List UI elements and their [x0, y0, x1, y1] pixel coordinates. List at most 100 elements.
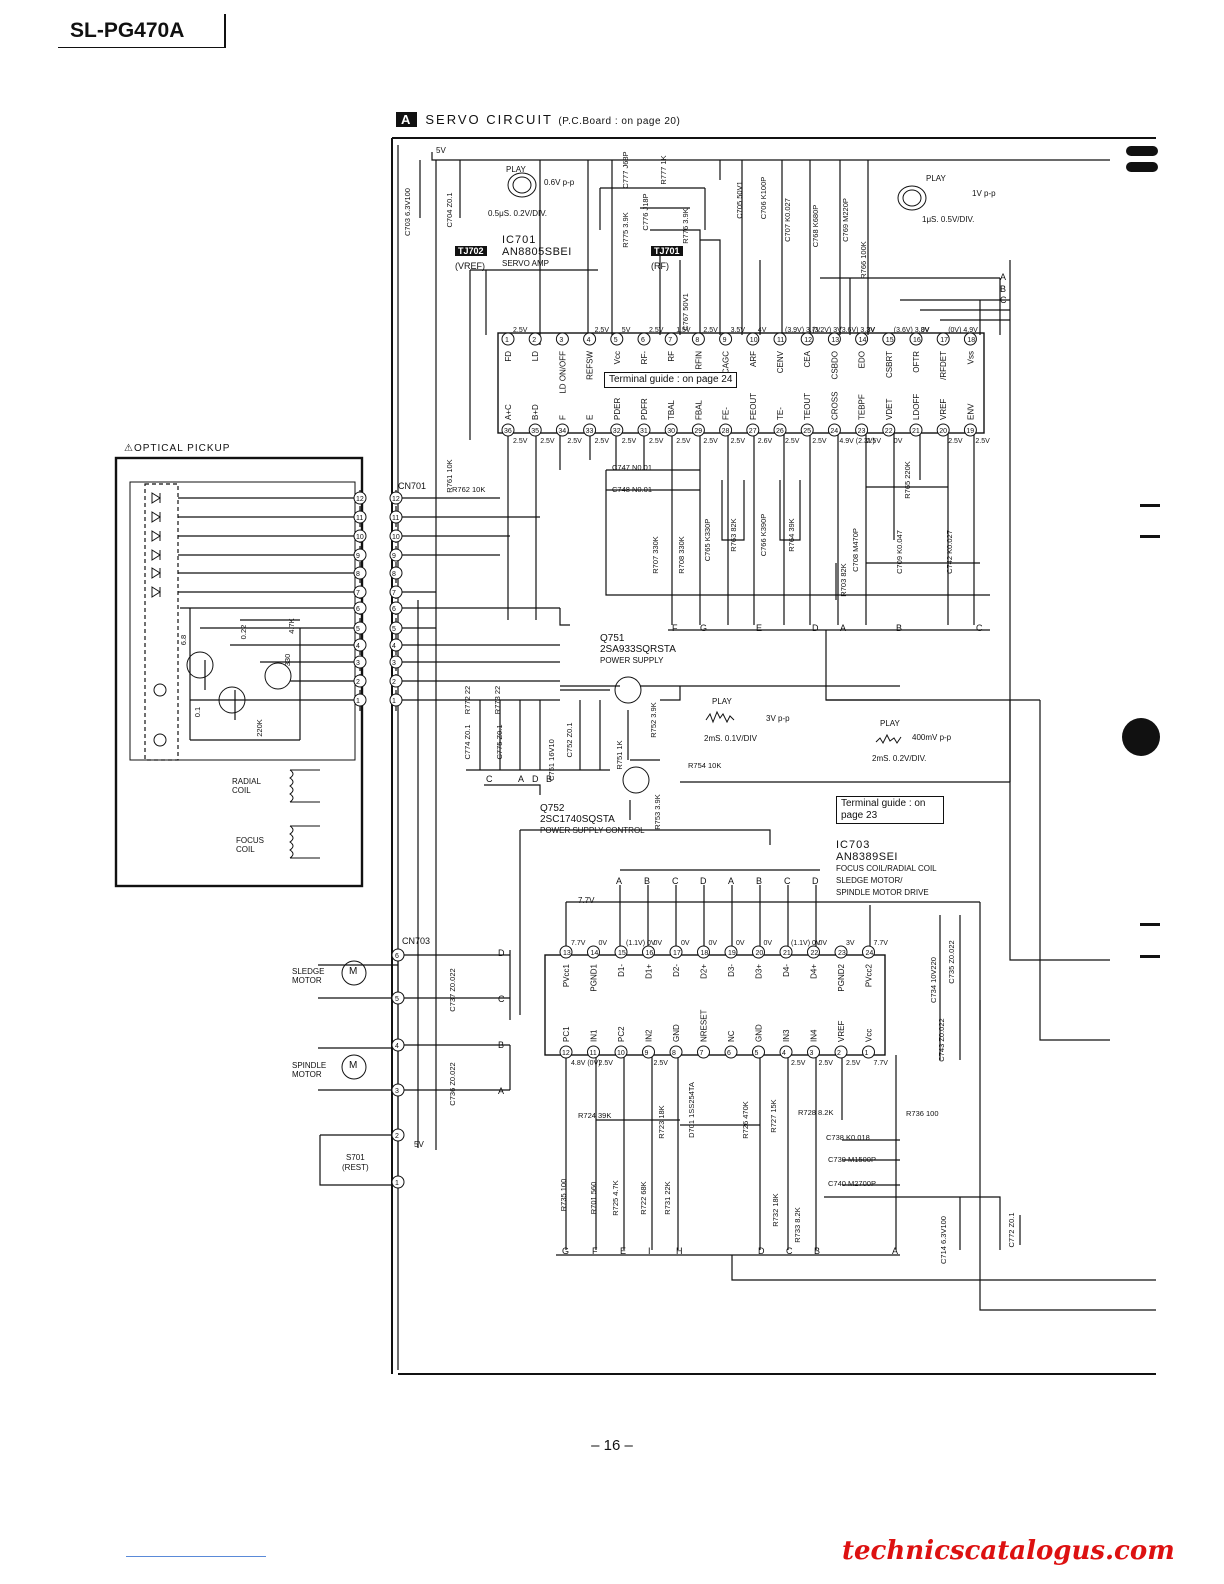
- cn701-pin-number: 1: [356, 698, 360, 705]
- pin-name: PVcc2: [865, 963, 874, 987]
- pin-circle: [583, 332, 597, 346]
- waveform-1-amp: 0.6V p-p: [544, 178, 575, 187]
- pin-circle: [669, 1045, 683, 1059]
- pin-voltage: 0V: [681, 940, 690, 947]
- pin-name: FE-: [722, 407, 731, 420]
- pin-voltage: 4V: [758, 327, 767, 334]
- cn701-pin-left: [353, 566, 367, 580]
- pin-circle: [827, 332, 841, 346]
- pin-name: CEA: [803, 350, 812, 367]
- component-label: R764 39K: [787, 518, 796, 551]
- component-label: C775 Z0.1: [495, 724, 504, 759]
- pin-number: 10: [617, 1050, 625, 1057]
- tj702-label: TJ702: [455, 246, 487, 256]
- cn701-pin-number: 9: [356, 553, 360, 560]
- cn703-pin-number: 3: [395, 1088, 399, 1095]
- pin-circle: [642, 1045, 655, 1059]
- cn701-pin-number: 3: [356, 660, 360, 667]
- supply-5v-cn703: 5V: [414, 1140, 424, 1149]
- component-label: C735 Z0.022: [947, 940, 956, 983]
- pin-number: 2: [532, 337, 536, 344]
- ic701-ref: IC701: [502, 234, 537, 246]
- q751-symbol: [614, 676, 650, 794]
- pin-number: 14: [859, 337, 867, 344]
- component-label: R765 220K: [903, 461, 912, 499]
- pin-circle: [664, 332, 678, 346]
- pin-name: IN2: [645, 1029, 654, 1042]
- pin-number: 1: [865, 1050, 869, 1057]
- pin-circle: [909, 332, 923, 346]
- pin-number: 5: [755, 1050, 759, 1057]
- pin-name: VDET: [885, 399, 894, 420]
- cn703-pin: [391, 948, 405, 962]
- ic703-ref: IC703: [836, 839, 871, 851]
- waveform-4-amp: 400mV p-p: [912, 733, 952, 742]
- q751-function: POWER SUPPLY: [600, 656, 664, 665]
- pin-circle: [559, 945, 573, 959]
- pin-voltage: 0V: [599, 940, 608, 947]
- pin-voltage: 2.5V: [812, 438, 827, 445]
- bus-letter: C: [784, 876, 791, 886]
- pin-name: TE-: [776, 407, 785, 420]
- bus-letter: E: [756, 623, 762, 633]
- cn701-pin-left: [353, 655, 367, 669]
- pin-circle: [779, 945, 793, 959]
- cn703-pin: [391, 991, 405, 1005]
- cn701-pin-number: 5: [356, 626, 360, 633]
- pin-voltage: 0V: [736, 940, 745, 947]
- pin-name: NC: [727, 1030, 736, 1042]
- pin-voltage: 2.5V: [649, 438, 664, 445]
- bus-letter: D: [812, 623, 819, 633]
- pin-circle: [719, 423, 733, 437]
- pin-voltage: 4.9V (2.3V): [839, 438, 874, 445]
- waveform-2-scale: 1μS. 0.5V/DIV.: [922, 215, 975, 224]
- ic703-title: IC703 AN8389SEI FOCUS COIL/RADIAL COIL S…: [836, 839, 937, 899]
- pin-number: 3: [559, 337, 563, 344]
- pin-voltage: 2.6V: [758, 438, 773, 445]
- pin-circle: [555, 332, 569, 346]
- pin-circle: [936, 332, 950, 346]
- pin-number: 32: [613, 428, 621, 435]
- bus-letter: C: [672, 876, 679, 886]
- component-label: C772 Z0.1: [1007, 1212, 1016, 1247]
- tj701-tag: TJ701 (RF): [651, 241, 683, 271]
- pin-voltage: 2.5V: [595, 327, 610, 334]
- pin-name: /RFDET: [939, 351, 948, 380]
- cn703-pin-number: 1: [395, 1180, 399, 1187]
- q751-part: 2SA933SQRSTA: [600, 644, 676, 655]
- pin-circle: [637, 332, 651, 346]
- pin-circle: [855, 423, 869, 437]
- pin-voltage: 2.5V: [654, 1060, 669, 1067]
- component-label: C752 Z0.1: [565, 722, 574, 757]
- component-label: R754 10K: [688, 761, 721, 770]
- pin-name: REFSW: [586, 351, 595, 380]
- pin-number: 1: [505, 337, 509, 344]
- waveform-3-amp: 3V p-p: [766, 714, 790, 723]
- bus-letter: D: [812, 876, 819, 886]
- cn701-pin-right: [389, 585, 403, 599]
- cn701-pin-number: 10: [356, 534, 364, 541]
- waveform-4-mode: PLAY: [880, 719, 900, 728]
- cn703-pin: [391, 1038, 405, 1052]
- cn701-pin-number: 11: [356, 515, 363, 522]
- pin-voltage: 2.5V: [622, 438, 637, 445]
- pin-circle: [559, 1045, 573, 1059]
- component-label: C767 50V1: [681, 293, 690, 331]
- focus-coil-label: FOCUS COIL: [236, 836, 264, 854]
- pin-circle: [610, 332, 624, 346]
- component-label: R722 68K: [639, 1181, 648, 1214]
- pin-number: 3: [810, 1050, 814, 1057]
- component-label: R777 1K: [659, 155, 668, 184]
- cn703-pin-number: 2: [395, 1133, 399, 1140]
- bus-letter: F: [592, 1246, 598, 1256]
- bus-letter: C: [1000, 295, 1007, 305]
- pin-number: 17: [940, 337, 948, 344]
- component-label: R776 3.9K: [681, 208, 690, 243]
- cn703-pin: [391, 1175, 405, 1189]
- pin-name: ENV: [966, 403, 975, 420]
- pin-number: 23: [858, 428, 866, 435]
- switch-s701: S701 (REST): [342, 1153, 369, 1173]
- edge-mark: [1140, 955, 1160, 958]
- pin-name: TBAL: [667, 399, 676, 420]
